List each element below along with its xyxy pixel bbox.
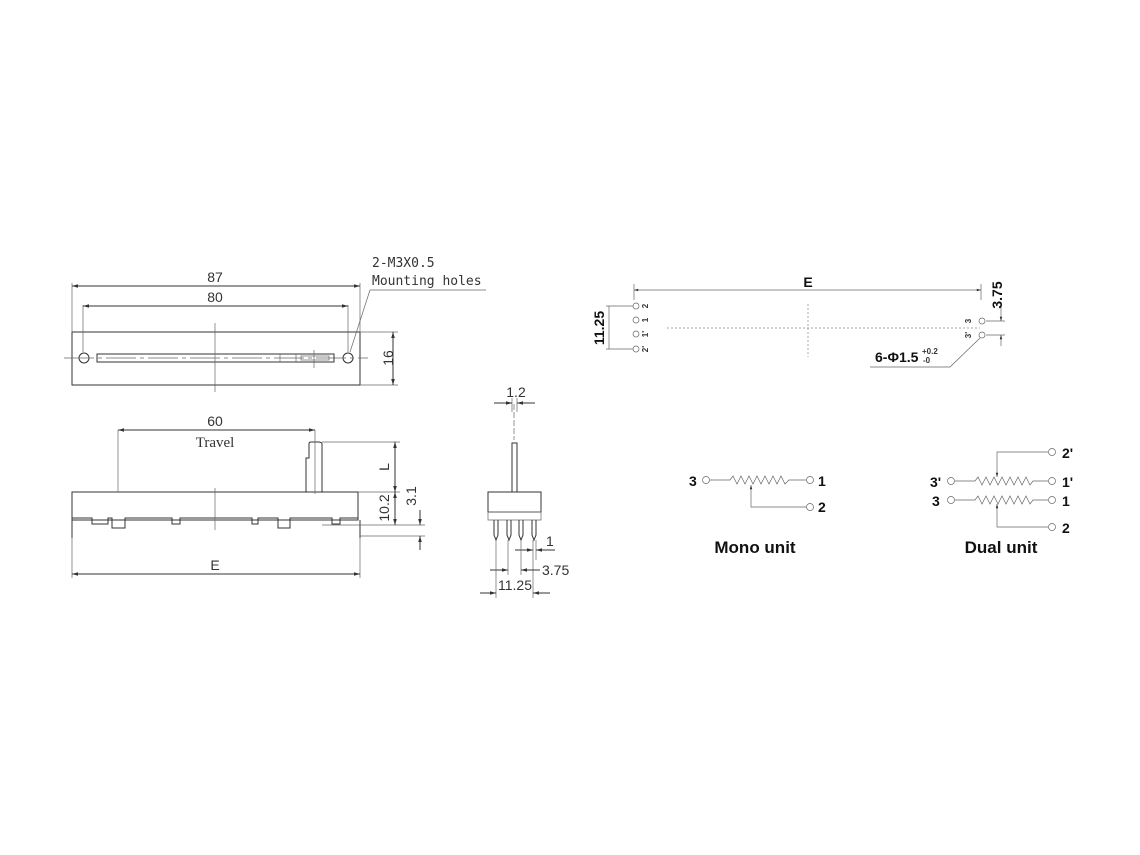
pin-2-label: 2: [1062, 520, 1070, 536]
end-view: 1.2 1 3.75 11.25: [480, 384, 569, 598]
pcb-dim-11-25: 11.25: [591, 311, 607, 345]
dim-pin-width: 1: [546, 533, 554, 549]
hole-note-leader: [870, 337, 981, 368]
mounting-note-line1: 2-M3X0.5: [372, 256, 435, 271]
end-body: [487, 491, 542, 513]
top-view: 87 80 16 2-M3X0.5 Mounting holes: [64, 256, 486, 392]
right-pin-holes: 3 3': [964, 317, 986, 339]
pin-1-label: 1: [818, 473, 826, 489]
pin-label: 1': [641, 331, 650, 337]
dim-87: 87: [207, 269, 223, 285]
side-view: 60 Travel L 10.2 3.1 E: [71, 413, 425, 578]
dim-L: L: [376, 463, 392, 471]
pin-1p-label: 1': [1062, 474, 1073, 490]
tolerance-minus: -0: [923, 356, 931, 365]
mono-schematic: 3 1 2 Mono unit: [689, 473, 826, 557]
wiper: [749, 485, 806, 508]
mono-unit-title: Mono unit: [714, 538, 796, 557]
left-pin-holes: 2 1 1' 2': [632, 302, 650, 353]
leader-mounting-holes: [349, 289, 486, 353]
pcb-dim-E: E: [803, 274, 812, 290]
pin-label: 3': [964, 332, 973, 338]
dim-E: E: [210, 557, 219, 573]
pin-3-label: 3: [932, 493, 940, 509]
pin-2-label: 2: [818, 499, 826, 515]
dual-unit-title: Dual unit: [965, 538, 1038, 557]
pin-1-label: 1: [1062, 493, 1070, 509]
hole-note: 6-Φ1.5: [875, 349, 919, 365]
pin-label: 1: [641, 317, 650, 322]
pcb-dim-3-75: 3.75: [989, 281, 1005, 308]
end-pins: [493, 520, 537, 542]
end-lever: [511, 442, 518, 493]
slider-lever: [305, 441, 323, 492]
dim-1-2: 1.2: [506, 384, 526, 400]
pin-label: 2': [641, 346, 650, 352]
mounting-note-line2: Mounting holes: [372, 274, 482, 289]
dim-pin-span: 11.25: [498, 577, 532, 593]
pin-3p-label: 3': [930, 474, 941, 490]
dual-schematic: 2' 3' 1' 3 1 2 Dual unit: [930, 445, 1073, 557]
pin-label: 2: [641, 303, 650, 308]
pin-2p-label: 2': [1062, 445, 1073, 461]
dim-3-1: 3.1: [403, 486, 419, 506]
dim-16: 16: [380, 350, 396, 366]
dim-10-2: 10.2: [376, 494, 392, 521]
top-body-outline: [71, 331, 361, 386]
slider-knob-top: [300, 355, 330, 361]
travel-label: Travel: [196, 435, 235, 451]
tolerance-plus: +0.2: [922, 347, 938, 356]
pin-label: 3: [964, 318, 973, 323]
dim-pin-pitch: 3.75: [542, 562, 569, 578]
resistor: [710, 475, 806, 485]
slider-slot: [96, 353, 335, 363]
dim-80: 80: [207, 289, 223, 305]
side-body: [71, 491, 359, 521]
dim-travel: 60: [207, 413, 223, 429]
pin-3-label: 3: [689, 473, 697, 489]
pcb-layout: E 2 1 1' 2' 11.25 3 3' 3.75 6-Φ1.5 +0.2 …: [591, 274, 1005, 368]
